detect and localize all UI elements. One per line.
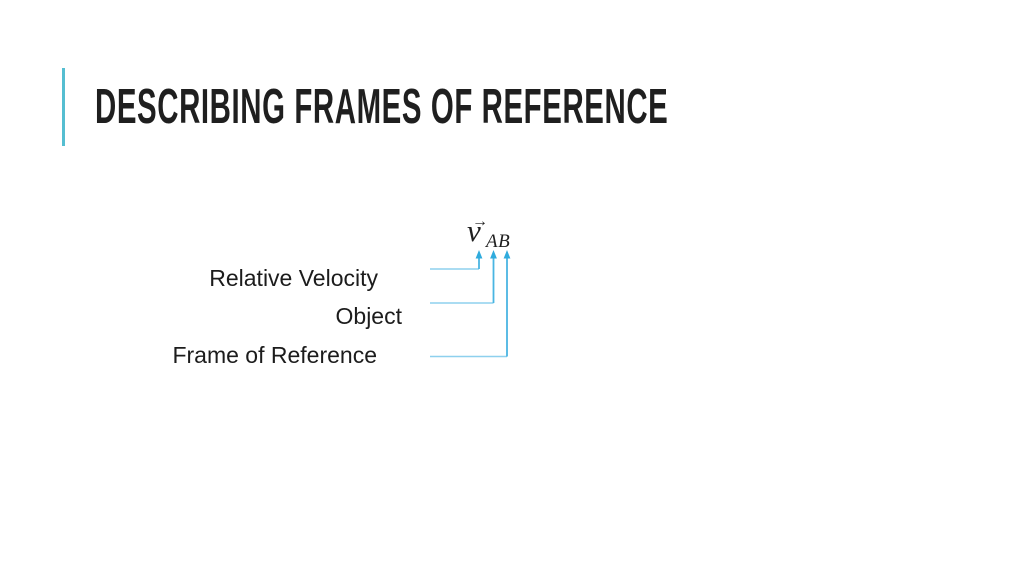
vector-arrow-icon: → (472, 213, 488, 230)
up-arrow-icon (475, 250, 483, 259)
title-accent-bar (62, 68, 65, 146)
velocity-subscript: AB (486, 231, 511, 252)
slide-title: DESCRIBING FRAMES OF REFERENCE (95, 80, 669, 134)
up-arrow-icon (503, 250, 511, 259)
label-frame-of-reference: Frame of Reference (172, 342, 377, 368)
velocity-symbol: v (467, 213, 481, 248)
label-object: Object (335, 303, 402, 329)
up-arrow-icon (490, 250, 497, 259)
label-relative-velocity: Relative Velocity (209, 265, 378, 291)
